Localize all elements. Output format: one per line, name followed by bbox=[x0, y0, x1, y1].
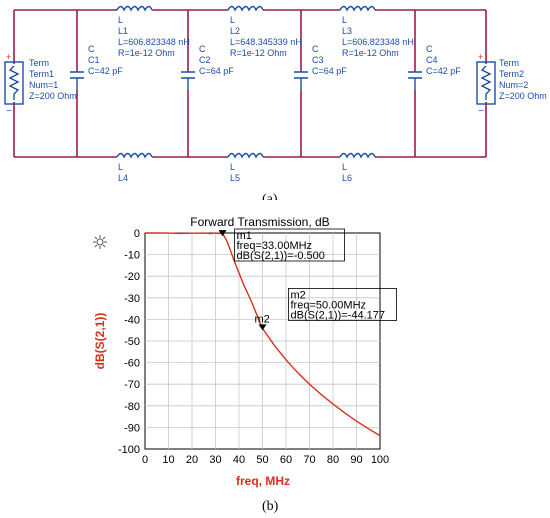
y-tick-label: -20 bbox=[124, 271, 140, 283]
caption-b: (b) bbox=[262, 499, 279, 514]
l2-res: R=1e-12 Ohm bbox=[230, 48, 287, 58]
c3-name: C3 bbox=[312, 55, 324, 65]
marker-m2-box bbox=[288, 288, 397, 321]
sun-icon bbox=[93, 235, 107, 249]
term1-label-2: Term1 bbox=[29, 69, 54, 79]
term2-label-4: Z=200 Ohm bbox=[499, 91, 547, 101]
y-tick-label: -80 bbox=[124, 401, 140, 413]
term2-label-3: Num=2 bbox=[499, 80, 528, 90]
c3-value: C=64 pF bbox=[312, 66, 347, 76]
svg-text:+: + bbox=[6, 52, 11, 62]
x-tick-label: 80 bbox=[327, 454, 339, 466]
l3-type: L bbox=[342, 15, 347, 25]
y-tick-label: -60 bbox=[124, 358, 140, 370]
y-tick-label: 0 bbox=[134, 228, 140, 240]
l1-name: L1 bbox=[118, 26, 128, 36]
l5-name: L5 bbox=[230, 173, 240, 183]
marker-m1-freq: freq=33.00MHz bbox=[237, 240, 313, 252]
marker-m2-label: m2 bbox=[291, 289, 306, 301]
inductor-l5[interactable] bbox=[227, 152, 264, 159]
x-tick-label: 90 bbox=[350, 454, 362, 466]
capacitor-c2[interactable] bbox=[181, 71, 195, 79]
inductor-l2[interactable] bbox=[227, 5, 264, 12]
chart-title: Forward Transmission, dB bbox=[190, 215, 329, 229]
c1-value: C=42 pF bbox=[88, 66, 123, 76]
term1-label-1: Term bbox=[29, 58, 49, 68]
capacitor-c3[interactable] bbox=[294, 71, 308, 79]
y-tick-label: -100 bbox=[118, 444, 140, 456]
l1-type: L bbox=[118, 15, 123, 25]
y-axis-label: dB(S(2,1)) bbox=[93, 313, 107, 370]
l2-type: L bbox=[230, 15, 235, 25]
l1-res: R=1e-12 Ohm bbox=[118, 48, 175, 58]
x-tick-label: 0 bbox=[142, 454, 148, 466]
l3-res: R=1e-12 Ohm bbox=[342, 48, 399, 58]
x-tick-label: 50 bbox=[256, 454, 268, 466]
capacitor-c4[interactable] bbox=[408, 71, 422, 79]
c1-type: C bbox=[88, 44, 95, 54]
y-tick-label: -10 bbox=[124, 250, 140, 262]
inductor-l6[interactable] bbox=[339, 152, 376, 159]
c4-name: C4 bbox=[426, 55, 438, 65]
x-tick-label: 10 bbox=[162, 454, 174, 466]
term1-label-3: Num=1 bbox=[29, 80, 58, 90]
forward-transmission-chart: Forward Transmission, dB 0 10 20 30 40 50 60 70… bbox=[93, 215, 397, 514]
term1-symbol[interactable]: + − bbox=[4, 52, 24, 117]
l5-type: L bbox=[230, 162, 235, 172]
inductor-l1[interactable] bbox=[116, 5, 153, 12]
x-tick-label: 60 bbox=[280, 454, 292, 466]
c1-name: C1 bbox=[88, 55, 100, 65]
term2-label-1: Term bbox=[499, 58, 519, 68]
marker-m2-freq: freq=50.00MHz bbox=[291, 299, 367, 311]
circuit-diagram: + − Term Term1 Num=1 Z=200 Ohm + − Term … bbox=[4, 5, 547, 200]
x-tick-label: 100 bbox=[371, 454, 389, 466]
x-axis-label: freq, MHz bbox=[236, 474, 290, 488]
y-tick-label: -50 bbox=[124, 336, 140, 348]
marker-m1-label: m1 bbox=[237, 230, 252, 242]
x-tick-label: 20 bbox=[186, 454, 198, 466]
series-line bbox=[145, 232, 381, 437]
term1-label-4: Z=200 Ohm bbox=[29, 91, 77, 101]
svg-text:−: − bbox=[478, 106, 484, 117]
marker-m1-triangle[interactable] bbox=[218, 230, 227, 237]
y-tick-label: -40 bbox=[124, 314, 140, 326]
inductor-l3[interactable] bbox=[339, 5, 376, 12]
c2-name: C2 bbox=[199, 55, 211, 65]
c2-value: C=64 pF bbox=[199, 66, 234, 76]
c2-type: C bbox=[199, 44, 206, 54]
l3-name: L3 bbox=[342, 26, 352, 36]
term2-label-2: Term2 bbox=[499, 69, 524, 79]
l6-name: L6 bbox=[342, 173, 352, 183]
l3-value: L=606.823348 nH bbox=[342, 37, 414, 47]
inductor-l4[interactable] bbox=[116, 152, 153, 159]
marker-m2-triangle[interactable] bbox=[258, 324, 267, 331]
marker-m2-tag: m2 bbox=[255, 313, 270, 325]
svg-text:−: − bbox=[6, 106, 12, 117]
x-tick-label: 40 bbox=[233, 454, 245, 466]
l4-type: L bbox=[118, 162, 123, 172]
l6-type: L bbox=[342, 162, 347, 172]
c4-value: C=42 pF bbox=[426, 66, 461, 76]
y-tick-label: -30 bbox=[124, 293, 140, 305]
y-tick-label: -70 bbox=[124, 379, 140, 391]
l2-value: L=648.345339 nH bbox=[230, 37, 302, 47]
y-tick-label: -90 bbox=[124, 422, 140, 434]
marker-m1-value: dB(S(2,1))=-0.500 bbox=[237, 250, 325, 262]
c3-type: C bbox=[312, 44, 319, 54]
c4-type: C bbox=[426, 44, 433, 54]
marker-m2-value: dB(S(2,1))=-44.177 bbox=[291, 309, 385, 321]
x-tick-label: 30 bbox=[209, 454, 221, 466]
marker-m1-box bbox=[234, 228, 345, 262]
svg-text:+: + bbox=[478, 52, 483, 62]
l1-value: L=606.823348 nH bbox=[118, 37, 190, 47]
x-tick-label: 70 bbox=[303, 454, 315, 466]
l4-name: L4 bbox=[118, 173, 128, 183]
node-wires bbox=[76, 10, 416, 157]
caption-a: (a) bbox=[262, 192, 278, 200]
term2-symbol[interactable]: + − bbox=[476, 52, 496, 117]
capacitor-c1[interactable] bbox=[70, 71, 84, 79]
l2-name: L2 bbox=[230, 26, 240, 36]
